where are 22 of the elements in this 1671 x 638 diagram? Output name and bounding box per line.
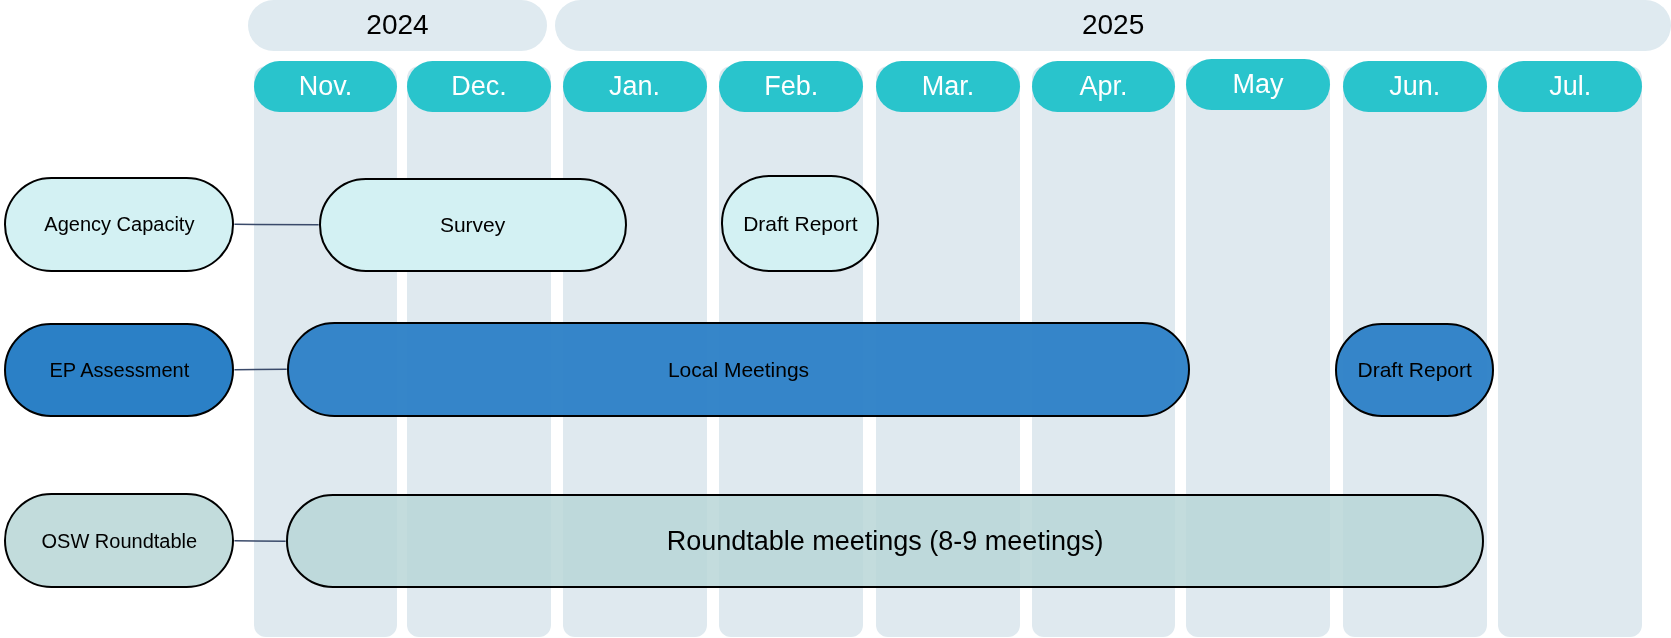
year-band: 2025 [555,0,1671,52]
connector-line [233,540,287,543]
connector-line [233,368,288,371]
month-label: Dec. [407,60,551,112]
month-label: Jul. [1498,60,1643,112]
month-label: Jan. [562,60,707,112]
task-bar: Draft Report [1335,322,1495,417]
month-label: Feb. [719,60,864,112]
month-label: May [1186,58,1330,110]
month-label: Jun. [1342,60,1487,112]
task-bar: Survey [318,177,627,272]
task-bar: Local Meetings [286,321,1191,417]
task-bar: Roundtable meetings (8-9 meetings) [285,494,1485,589]
connector-line [233,223,320,226]
month-label: Mar. [876,60,1020,112]
row-label: EP Assessment [4,322,235,417]
year-band: 2024 [248,0,547,52]
row-label: OSW Roundtable [4,493,235,589]
month-label: Apr. [1031,60,1176,112]
task-bar: Draft Report [721,174,880,272]
month-label: Nov. [253,60,398,112]
row-label: Agency Capacity [4,176,235,272]
